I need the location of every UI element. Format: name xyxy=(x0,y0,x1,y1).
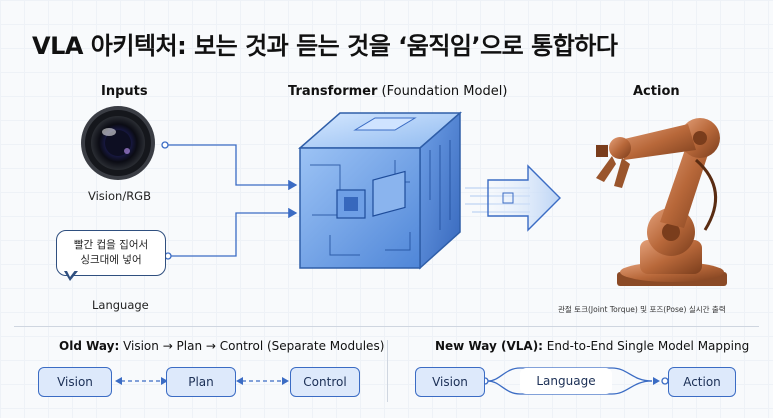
language-label: Language xyxy=(92,298,149,312)
old-way-vision-box: Vision xyxy=(38,367,112,397)
action-heading: Action xyxy=(633,84,680,99)
language-speech-bubble: 빨간 컵을 집어서 싱크대에 넣어 xyxy=(56,230,166,276)
section-divider xyxy=(14,326,759,327)
comparison-divider xyxy=(387,340,388,402)
page-title: VLA 아키텍처: 보는 것과 듣는 것을 ‘움직임’으로 통합하다 xyxy=(32,32,618,60)
old-way-heading: Old Way: Vision → Plan → Control (Separa… xyxy=(59,339,385,353)
output-arrow-icon xyxy=(465,164,561,232)
inputs-heading: Inputs xyxy=(101,84,148,99)
new-way-language-label: Language xyxy=(520,368,612,394)
new-way-heading: New Way (VLA): End-to-End Single Model M… xyxy=(435,339,750,353)
new-way-action-box: Action xyxy=(668,367,736,397)
speech-line-2: 싱크대에 넣어 xyxy=(80,254,142,266)
robot-arm-icon xyxy=(596,118,727,286)
speech-bubble-tail xyxy=(64,269,78,281)
old-way-plan-box: Plan xyxy=(166,367,236,397)
old-way-control-box: Control xyxy=(290,367,360,397)
action-output-caption: 관절 토크(Joint Torque) 및 포즈(Pose) 실시간 출력 xyxy=(558,305,726,314)
input-connectors xyxy=(161,141,298,260)
camera-lens-icon xyxy=(81,106,155,180)
speech-line-1: 빨간 컵을 집어서 xyxy=(73,239,149,251)
transformer-heading: Transformer (Foundation Model) xyxy=(288,84,508,99)
transformer-cube-icon xyxy=(298,111,462,270)
vision-rgb-label: Vision/RGB xyxy=(88,189,151,203)
new-way-vision-box: Vision xyxy=(415,367,485,397)
old-way-arrowheads xyxy=(115,377,289,385)
